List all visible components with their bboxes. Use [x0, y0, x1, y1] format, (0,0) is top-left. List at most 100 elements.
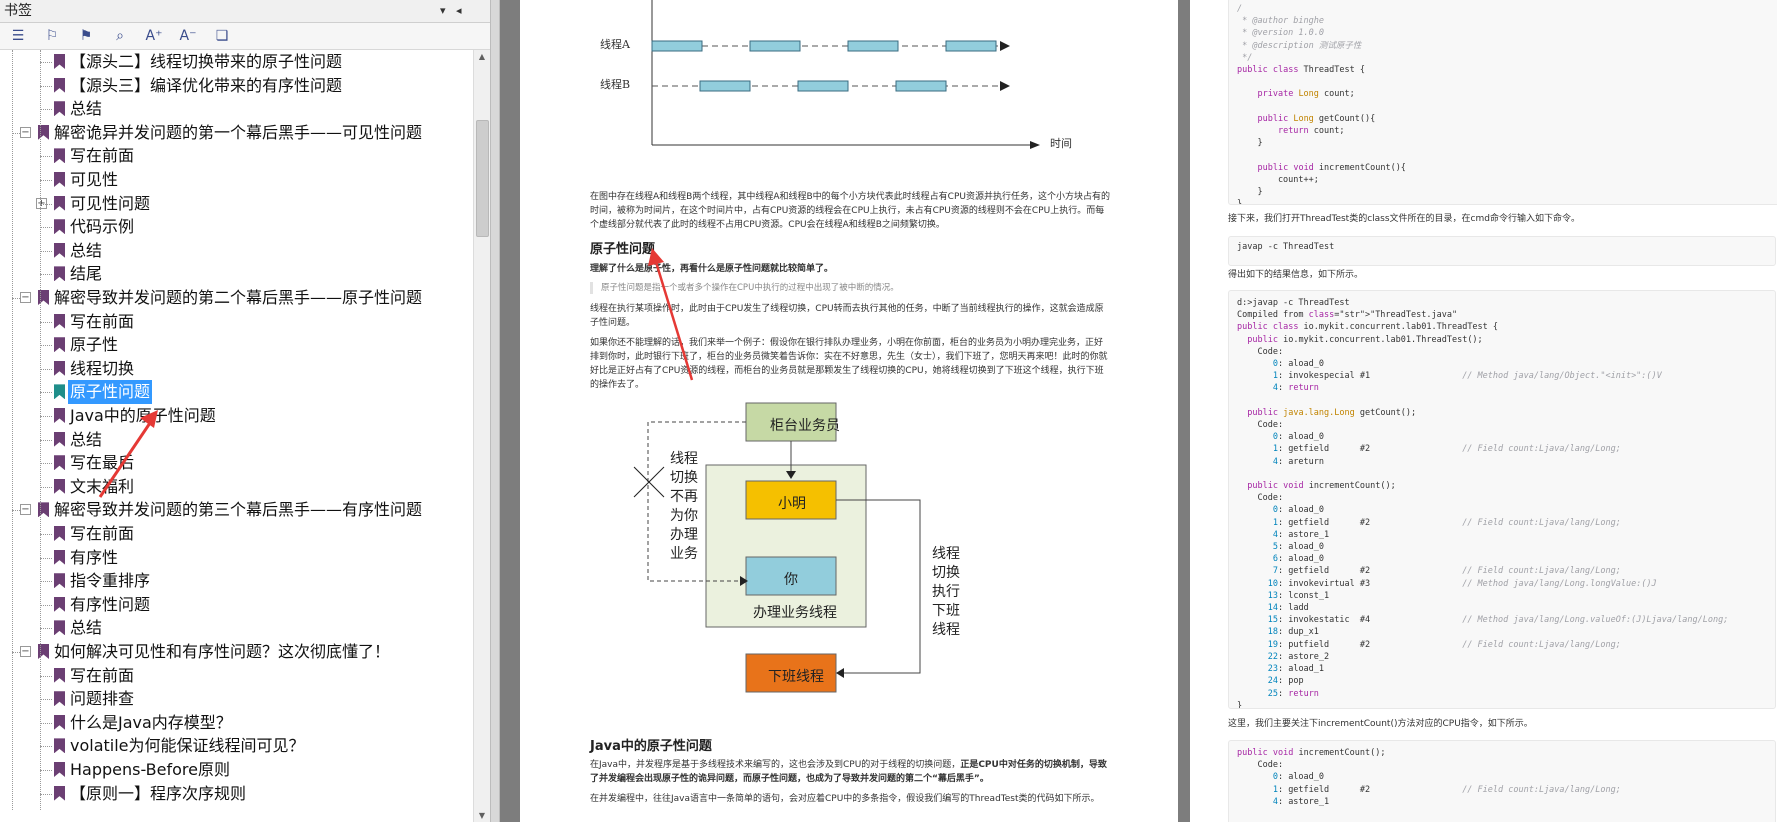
bookmark-chapter[interactable]: −解密导致并发问题的第三个幕后黑手——有序性问题 [0, 498, 466, 522]
bookmark-item[interactable]: 总结 [0, 239, 466, 263]
tree-connector [40, 534, 52, 535]
code-line: 7: getfield #2 // Field count:Ljava/lang… [1272, 566, 1621, 577]
code-line: 14: ladd [1267, 603, 1309, 614]
collapse-icon[interactable]: − [20, 126, 31, 138]
bookmark-item[interactable]: 【源头二】线程切换带来的原子性问题 [0, 50, 466, 74]
bookmark-item[interactable]: 结尾 [0, 262, 466, 286]
tree-connector [40, 368, 52, 370]
panel-pin-button[interactable]: ▾ [440, 4, 446, 17]
bookmark-label: 结尾 [70, 264, 103, 284]
code-line: 0: aload_0 [1272, 505, 1325, 516]
code-line: Code: [1237, 346, 1284, 357]
bookmark-item[interactable]: 有序性 [0, 546, 466, 570]
bookmark-icon [54, 54, 65, 69]
collapse-icon[interactable]: − [20, 292, 31, 303]
bookmark-item[interactable]: 写在前面 [0, 522, 466, 546]
bookmark-item[interactable]: 可见性 [0, 168, 466, 192]
tree-connector [40, 250, 52, 252]
bookmark-item[interactable]: 总结 [0, 97, 466, 121]
tree-connector [40, 793, 52, 795]
bookmark-label: 写在前面 [70, 524, 135, 543]
bookmark-item[interactable]: 总结 [0, 428, 466, 452]
bookmark-item[interactable]: 写在前面 [0, 310, 466, 334]
bookmark-label: 写在最后 [70, 453, 135, 473]
expand-icon[interactable]: + [36, 197, 47, 209]
tree-connector [40, 486, 52, 488]
bookmark-icon [54, 549, 65, 565]
note-char: 执行 [932, 584, 960, 600]
panel-splitter[interactable] [490, 0, 500, 822]
paragraph-increment-focus: 这里，我们主要关注下incrementCount()方法对应的CPU指令，如下所… [1228, 719, 1533, 729]
bookmark-item[interactable]: 写在最后 [0, 451, 466, 475]
code-line: / [1237, 4, 1243, 14]
bookmark-options-icon[interactable]: ☰ [11, 28, 25, 44]
bookmark-item[interactable]: 原子性 [0, 333, 466, 357]
expand-all-icon[interactable]: ⚐ [45, 28, 59, 44]
code-line: 15: invokestatic #4 // Method java/lang/… [1267, 615, 1729, 626]
paragraph-intro: 理解了什么是原子性，再看什么是原子性问题就比较简单了。 [590, 264, 834, 274]
code-line: 5: aload_0 [1272, 542, 1325, 553]
bookmark-item[interactable]: 写在前面 [0, 664, 466, 688]
bookmark-item[interactable]: 【原则一】程序次序规则 [0, 782, 466, 806]
bookmark-icon [38, 290, 49, 305]
bookmark-properties-icon[interactable]: ❏ [215, 28, 229, 44]
bookmark-icon [38, 124, 49, 140]
bookmark-item[interactable]: 总结 [0, 616, 466, 640]
bookmark-item[interactable]: Happens-Before原则 [0, 758, 466, 782]
heading-java-atomicity: Java中的原子性问题 [590, 739, 712, 754]
bookmark-label: 【原则一】程序次序规则 [70, 783, 247, 803]
code-block-increment: public void incrementCount(); Code: 0: a… [1228, 740, 1776, 822]
bookmarks-panel: 书签 ▾ ◂ ☰⚐⚑⌕A⁺A⁻❏ 【源头二】线程切换带来的原子性问题【源头三】编… [0, 0, 491, 822]
code-line: Compiled from class="str">"ThreadTest.ja… [1237, 310, 1458, 321]
tree-connector [40, 770, 52, 771]
code-line: d:>javap -c ThreadTest [1237, 298, 1350, 308]
code-line: public io.mykit.concurrent.lab01.ThreadT… [1247, 334, 1483, 345]
paragraph-example: 如果你还不能理解的话，我们来举一个例子：假设你在银行排队办理业务，小明在你前面，… [590, 338, 1108, 390]
collapse-icon[interactable]: − [20, 504, 31, 516]
bookmark-item[interactable]: 有序性问题 [0, 593, 466, 617]
bookmark-chapter[interactable]: −如何解决可见性和有序性问题？这次彻底懂了！ [0, 640, 466, 664]
bookmark-item[interactable]: Java中的原子性问题 [0, 404, 466, 428]
code-block-thread-test: / * @author binghe * @version 1.0.0 * @d… [1228, 0, 1777, 205]
code-line: * @author binghe [1237, 16, 1324, 27]
shrink-font-icon[interactable]: A⁻ [179, 28, 197, 44]
bookmark-item[interactable]: 指令重排序 [0, 569, 466, 593]
bookmark-icon [54, 478, 65, 494]
bookmark-item[interactable]: volatile为何能保证线程间可见？ [0, 734, 466, 758]
bookmark-chapter[interactable]: −解密诡异并发问题的第一个幕后黑手——可见性问题 [0, 121, 466, 145]
bookmark-item[interactable]: 什么是Java内存模型？ [0, 711, 466, 735]
code-line [1237, 101, 1775, 113]
scroll-down-icon[interactable]: ▼ [478, 811, 486, 820]
scroll-up-icon[interactable]: ▲ [478, 52, 486, 61]
find-bookmark-icon[interactable]: ⌕ [116, 28, 124, 44]
bookmark-item[interactable]: 代码示例 [0, 215, 466, 239]
bookmark-item[interactable]: 问题排查 [0, 687, 466, 711]
bookmark-item[interactable]: 线程切换 [0, 357, 466, 381]
bookmark-icon [54, 738, 65, 754]
code-line: 1: getfield #2 // Field count:Ljava/lang… [1272, 517, 1621, 528]
note-char: 线程 [932, 546, 960, 562]
bookmark-chapter[interactable]: −解密导致并发问题的第二个幕后黑手——原子性问题 [0, 286, 466, 310]
panel-close-button[interactable]: ◂ [456, 4, 462, 17]
collapse-all-icon[interactable]: ⚑ [79, 28, 93, 44]
bookmarks-toolbar: ☰ ⚐ ⚑ ⌕ A⁺ A⁻ ❏ [0, 23, 490, 50]
tree-connector [40, 274, 52, 276]
bookmark-icon [54, 360, 65, 376]
bookmark-item[interactable]: 原子性问题 [0, 380, 466, 405]
bookmark-item[interactable]: 写在前面 [0, 144, 466, 168]
tree-connector [40, 392, 52, 394]
enlarge-font-icon[interactable]: A⁺ [145, 28, 163, 44]
bookmark-item[interactable]: +可见性问题 [0, 192, 466, 216]
tree-connector [40, 345, 52, 347]
scrollbar-thumb[interactable] [476, 120, 489, 237]
code-line: 25: return [1267, 688, 1319, 699]
code-line: public class ThreadTest { [1237, 65, 1365, 76]
bookmark-item[interactable]: 【源头三】编译优化带来的有序性问题 [0, 74, 466, 98]
bookmark-tree: 【源头二】线程切换带来的原子性问题【源头三】编译优化带来的有序性问题总结−解密诡… [0, 50, 466, 822]
bookmark-item[interactable]: 文末福利 [0, 475, 466, 499]
sidebar-scrollbar[interactable]: ▲ ▼ [473, 50, 490, 822]
collapse-icon[interactable]: − [20, 646, 31, 657]
bookmark-icon [54, 526, 65, 541]
code-line [1237, 395, 1767, 407]
